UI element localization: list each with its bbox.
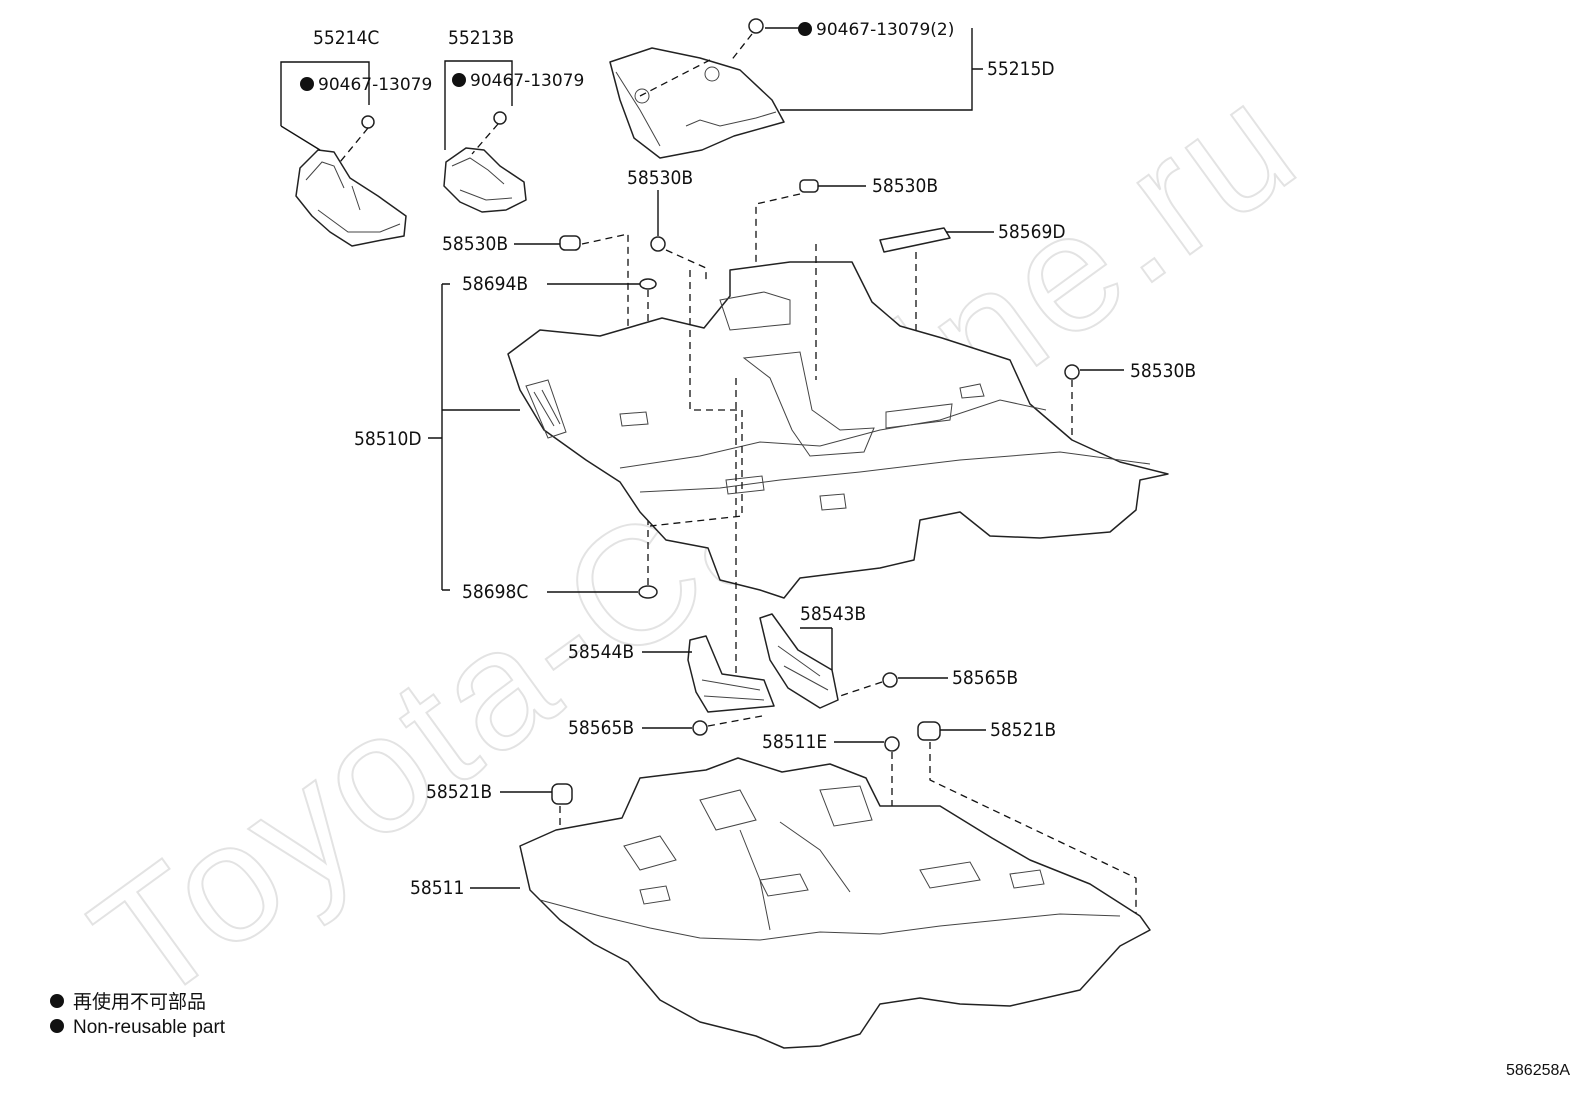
label-90467-13079-2: 90467-13079(2): [816, 20, 954, 40]
label-58544b: 58544B: [568, 641, 634, 663]
fastener-58530b-far-right: 58530B: [1064, 360, 1196, 466]
legend-dot-2: [50, 1019, 64, 1033]
label-58511e: 58511E: [762, 731, 827, 753]
label-55214c: 55214C: [313, 27, 379, 49]
label-58521b-left: 58521B: [426, 781, 492, 803]
callout-55215d: 90467-13079(2) 55215D: [639, 20, 1055, 111]
part-58544b: 58544B: [568, 635, 775, 713]
part-58543b: 58543B: [759, 603, 866, 709]
legend-text-jp: 再使用不可部品: [73, 991, 206, 1013]
label-58565b-right: 58565B: [952, 667, 1018, 689]
label-58530b-far: 58530B: [1130, 360, 1196, 382]
callout-55213b: 55213B 90467-13079: [444, 27, 584, 155]
label-58543b: 58543B: [800, 603, 866, 625]
fastener-58530b-left: 58530B: [442, 233, 629, 326]
diagram-reference-code: 586258A: [1506, 1062, 1570, 1079]
callout-58510d: 58510D: [354, 283, 520, 591]
legend-text-en: Non-reusable part: [73, 1017, 226, 1038]
label-58698c: 58698C: [462, 581, 528, 603]
part-58569d: 58569D: [879, 221, 1066, 408]
label-58569d: 58569D: [998, 221, 1066, 243]
part-55213b: [443, 111, 527, 213]
part-58511-silencer: [519, 757, 1151, 1049]
part-55214c: [295, 115, 407, 247]
label-58530b-right: 58530B: [872, 175, 938, 197]
legend-dot-1: [50, 994, 64, 1008]
part-58698c: 58698C: [462, 581, 658, 603]
label-90467-13079-b: 90467-13079: [470, 71, 584, 91]
callout-58511: 58511: [410, 877, 520, 899]
part-58510d-carpet: [507, 261, 1169, 599]
label-58510d: 58510D: [354, 428, 422, 450]
label-58694b: 58694B: [462, 273, 528, 295]
fastener-58530b-top-center: 58530B: [627, 167, 707, 280]
label-90467-13079-a: 90467-13079: [318, 75, 432, 95]
label-58530b-center: 58530B: [627, 167, 693, 189]
carpet-dashed-guides: [649, 244, 817, 700]
legend: 再使用不可部品 Non-reusable part: [50, 991, 226, 1038]
fastener-58565b-left: 58565B: [568, 715, 763, 739]
label-58521b-right: 58521B: [990, 719, 1056, 741]
label-55215d: 55215D: [987, 58, 1055, 80]
part-55215d: [609, 18, 785, 159]
label-58530b-left: 58530B: [442, 233, 508, 255]
non-reusable-dot: [300, 77, 314, 91]
label-58565b-left: 58565B: [568, 717, 634, 739]
label-58511: 58511: [410, 877, 464, 899]
callout-55214c: 55214C 90467-13079: [280, 27, 432, 163]
non-reusable-dot: [452, 73, 466, 87]
fastener-58565b-right: 58565B: [839, 667, 1018, 697]
non-reusable-dot: [798, 22, 812, 36]
label-55213b: 55213B: [448, 27, 514, 49]
part-58521b-right: 58521B: [917, 719, 1137, 920]
